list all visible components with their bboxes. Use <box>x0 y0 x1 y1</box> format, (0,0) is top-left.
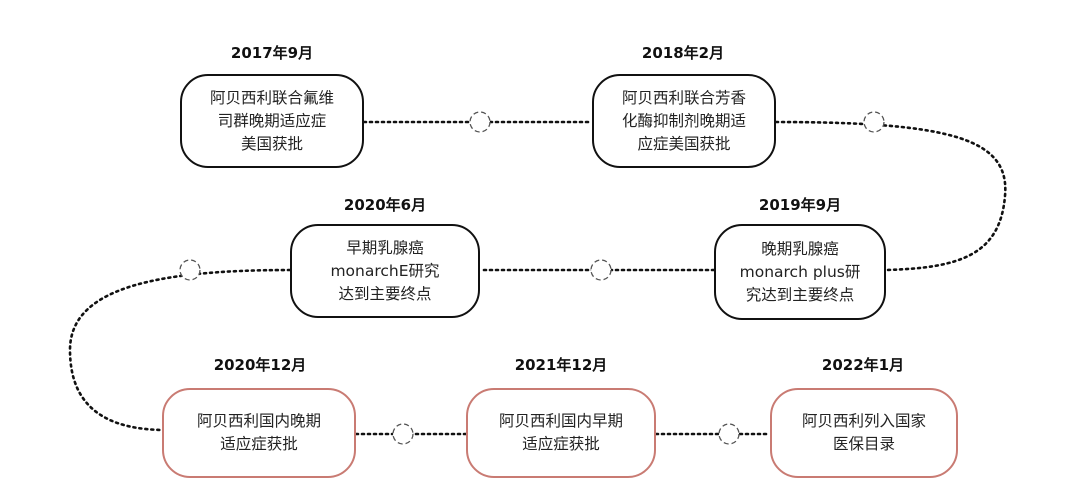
connector-node <box>590 259 612 281</box>
milestone-box: 晚期乳腺癌 monarch plus研 究达到主要终点 <box>714 224 886 320</box>
connector-node <box>179 259 201 281</box>
milestone-box-domestic: 阿贝西利国内晚期 适应症获批 <box>162 388 356 478</box>
connector-node <box>718 423 740 445</box>
milestone-date: 2022年1月 <box>821 356 905 374</box>
milestone-box: 阿贝西利联合氟维 司群晚期适应症 美国获批 <box>180 74 364 168</box>
milestone-box-domestic: 阿贝西利列入国家 医保目录 <box>770 388 958 478</box>
milestone-date: 2020年12月 <box>213 356 307 374</box>
milestone-date: 2018年2月 <box>641 44 725 62</box>
connector-node <box>863 111 885 133</box>
milestone-date: 2019年9月 <box>758 196 842 214</box>
milestone-box-domestic: 阿贝西利国内早期 适应症获批 <box>466 388 656 478</box>
connector-node <box>392 423 414 445</box>
milestone-date: 2017年9月 <box>230 44 314 62</box>
connector-node <box>469 111 491 133</box>
milestone-box: 早期乳腺癌 monarchE研究 达到主要终点 <box>290 224 480 318</box>
milestone-date: 2020年6月 <box>343 196 427 214</box>
milestone-date: 2021年12月 <box>514 356 608 374</box>
connector-line <box>774 120 1007 272</box>
milestone-box: 阿贝西利联合芳香 化酶抑制剂晚期适 应症美国获批 <box>592 74 776 168</box>
